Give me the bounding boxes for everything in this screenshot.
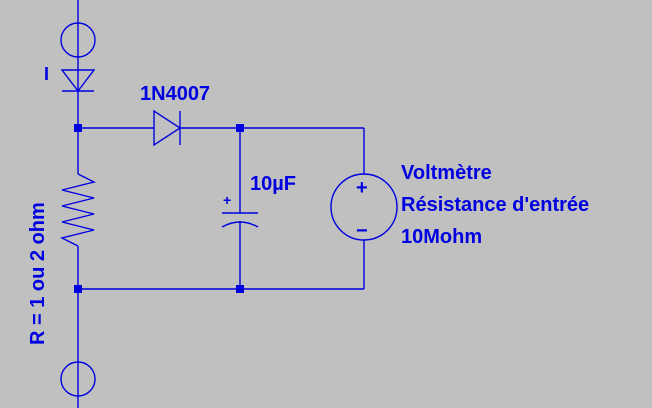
- capacitor-plus-symbol: +: [223, 192, 231, 208]
- resistor-label: R = 1 ou 2 ohm: [27, 202, 49, 345]
- junction-node: [74, 124, 82, 132]
- capacitor-icon: [221, 128, 259, 289]
- current-source-label: I: [44, 64, 49, 84]
- top-terminal-icon: [60, 0, 96, 58]
- junction-node: [236, 285, 244, 293]
- voltmeter-label-line3: 10Mohm: [401, 226, 482, 248]
- voltmeter-minus-symbol: −: [356, 220, 368, 242]
- current-source-icon: [60, 57, 96, 128]
- voltmeter-label-line1: Voltmètre: [401, 162, 492, 184]
- diode-icon: [153, 109, 182, 147]
- diode-label: 1N4007: [140, 83, 210, 105]
- junction-node: [236, 124, 244, 132]
- resistor-icon: [59, 128, 97, 289]
- junction-node: [74, 285, 82, 293]
- voltmeter-label-line2: Résistance d'entrée: [401, 194, 589, 216]
- bottom-terminal-icon: [60, 289, 96, 408]
- capacitor-label: 10µF: [250, 173, 296, 195]
- voltmeter-plus-symbol: +: [356, 177, 368, 199]
